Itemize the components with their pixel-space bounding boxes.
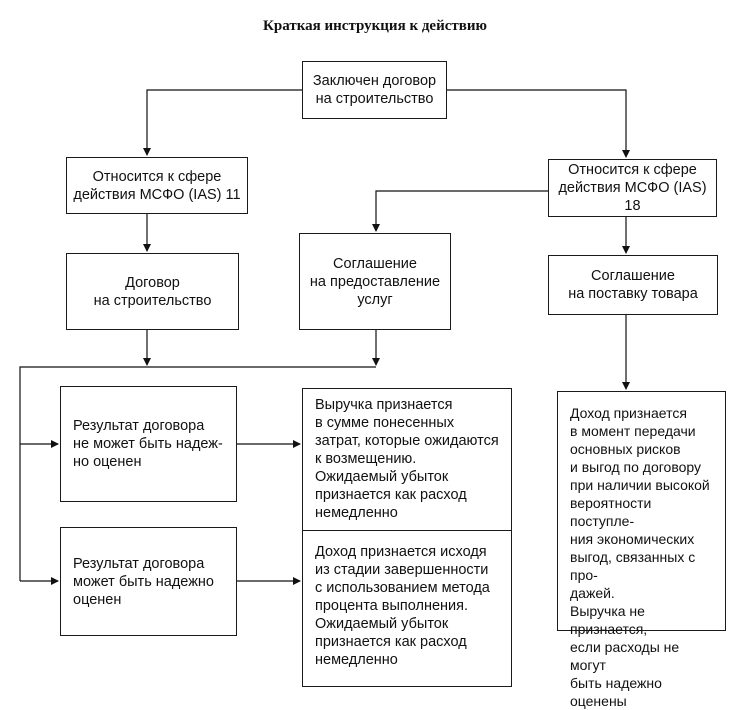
node-goods: Соглашение на поставку товара [548, 255, 718, 315]
node-revenue-costs: Выручка признается в сумме понесенных за… [302, 388, 512, 531]
arrow-contract-to-ias18 [447, 89, 630, 158]
node-contract: Заключен договор на строительство [302, 61, 447, 119]
node-income-stage: Доход признается исходя из стадии заверш… [302, 530, 512, 687]
node-reliable: Результат договора может быть надежно оц… [60, 527, 237, 636]
node-services: Соглашение на предоставление услуг [299, 233, 451, 330]
node-ias11: Относится к сфере действия МСФО (IAS) 11 [66, 157, 248, 214]
node-unreliable: Результат договора не может быть надеж- … [60, 386, 237, 502]
connector-collector [19, 366, 376, 581]
arrow-ias18-to-services [372, 190, 548, 232]
node-income-goods: Доход признается в момент передачи основ… [557, 391, 726, 709]
page-title: Краткая инструкция к действию [263, 18, 487, 34]
node-ias18: Относится к сфере действия МСФО (IAS) 18 [548, 159, 717, 217]
node-construction: Договор на строительство [66, 253, 239, 330]
arrow-contract-to-ias11 [143, 89, 302, 156]
